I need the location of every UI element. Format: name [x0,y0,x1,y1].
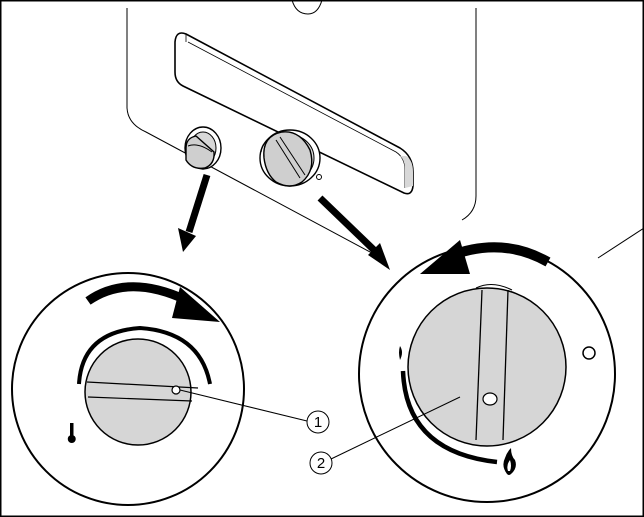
control-panel [174,32,414,195]
full-flame-icon [503,448,516,475]
gas-knob-face [407,287,567,447]
temperature-knob-face [84,338,192,446]
thermometer-icon [67,423,76,443]
callout-1: 1 [179,389,330,434]
temperature-knob-on-panel [184,126,222,170]
callout-2-number: 2 [317,455,325,472]
zoom-pointer-right [317,195,390,270]
temperature-range-arc [77,325,212,385]
callout-2: 2 [309,396,461,475]
off-circle-icon [582,346,596,360]
gas-knob-on-panel [259,129,322,187]
clockwise-arrow-icon [85,282,188,305]
appliance-housing [126,0,477,261]
callout-1-number: 1 [314,414,322,431]
temperature-dial-zoom [11,272,245,506]
pilot-flame-icon [399,346,402,360]
zoom-pointer-left [178,173,211,252]
clockwise-arrowhead [172,287,220,322]
gas-dial-zoom [358,227,644,503]
counterclockwise-arrowhead [420,240,470,274]
gas-power-range-arc [400,370,498,465]
